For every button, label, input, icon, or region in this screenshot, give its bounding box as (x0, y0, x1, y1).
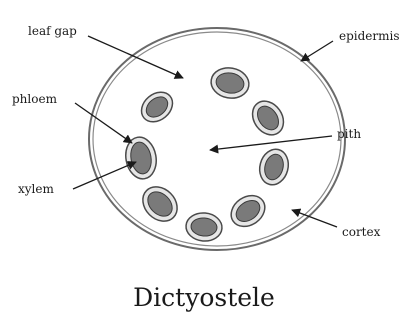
vascular-bundle (246, 95, 290, 141)
label-leaf-gap: leaf gap (28, 24, 77, 38)
vascular-bundle (256, 146, 292, 188)
vascular-bundle (185, 211, 223, 242)
epidermis-arrow (301, 41, 333, 61)
phloem-arrow (75, 103, 132, 143)
label-cortex: cortex (342, 225, 381, 239)
vascular-bundle (123, 135, 160, 182)
label-phloem: phloem (12, 92, 58, 106)
label-pith: pith (337, 127, 361, 141)
vascular-bundle (136, 180, 184, 228)
vascular-bundle (136, 86, 179, 128)
label-epidermis: epidermis (339, 29, 400, 43)
vascular-ring (123, 65, 293, 243)
vascular-bundle (225, 189, 271, 233)
leader-lines (73, 36, 337, 227)
leaf-gap-arrow (88, 36, 183, 78)
label-xylem: xylem (18, 182, 54, 196)
pith-arrow (210, 136, 332, 150)
vascular-bundle (209, 65, 252, 101)
diagram-title: Dictyostele (133, 283, 275, 312)
